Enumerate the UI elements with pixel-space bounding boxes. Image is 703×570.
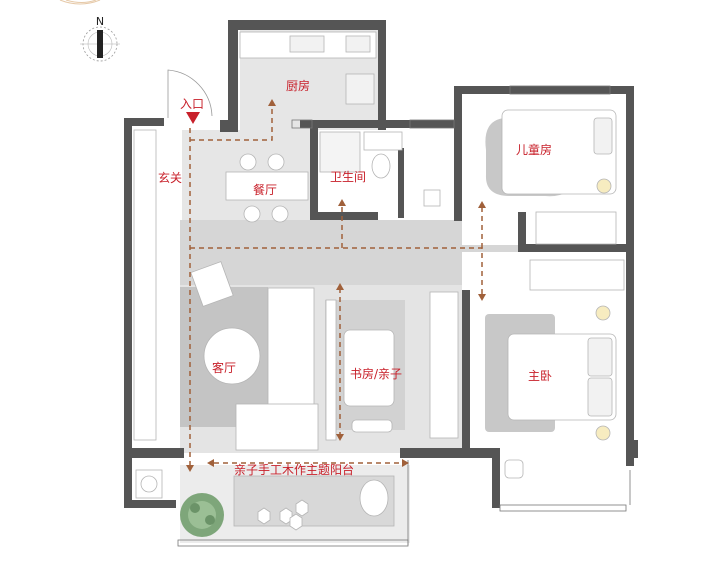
balcony-stool (359, 479, 389, 517)
dining-chair (267, 153, 285, 171)
entrance-label: 入口 (180, 97, 204, 111)
study-bookshelf (429, 291, 459, 439)
study-chair (351, 419, 393, 433)
kitchen-sink (289, 35, 325, 53)
master-lamp (595, 425, 611, 441)
dining-chair (271, 205, 289, 223)
kids-pillow (593, 117, 613, 155)
kitchen-stove (345, 35, 371, 53)
shower (319, 131, 361, 173)
entrance-marker (186, 112, 200, 124)
bathroom-label: 卫生间 (330, 170, 366, 184)
dining-label: 餐厅 (253, 182, 277, 197)
laundry-sink (423, 189, 441, 207)
north-label: N (96, 15, 104, 28)
sofa-seat (235, 403, 319, 451)
toilet (371, 153, 391, 179)
study-label: 书房/亲子 (350, 366, 402, 381)
coffee-table (203, 327, 261, 385)
route-arrowheads (186, 99, 486, 472)
washing-machine (135, 469, 163, 499)
master-pillow (587, 377, 613, 417)
hex-stool (295, 499, 309, 517)
vanity (363, 131, 403, 151)
study-shelf-left (325, 299, 337, 441)
labels: 入口 厨房 餐厅 卫生间 玄关 客厅 书房/亲子 儿童房 主卧 亲子手工木作主题… (158, 78, 552, 477)
kids-desk (535, 211, 617, 245)
entry-door (167, 69, 213, 118)
foyer-label: 玄关 (158, 170, 182, 185)
armchair (190, 261, 234, 307)
hex-stool (289, 513, 303, 531)
balcony-plant (180, 493, 224, 537)
balcony-label: 亲子手工木作主题阳台 (234, 462, 354, 477)
corner-decoration (59, 0, 101, 5)
furniture (133, 31, 625, 531)
master-bedroom-label: 主卧 (528, 369, 552, 383)
foyer-cabinet (133, 129, 157, 441)
kids-room-label: 儿童房 (516, 142, 552, 157)
north-compass: N (80, 15, 120, 62)
walls (124, 20, 638, 508)
master-lamp (595, 305, 611, 321)
windows (177, 85, 631, 547)
washer-drum (140, 475, 158, 493)
compass-needle (97, 30, 103, 58)
dining-chair (239, 153, 257, 171)
circulation-routes (189, 106, 483, 465)
dining-chair (243, 205, 261, 223)
fridge (345, 73, 375, 105)
master-wardrobe (529, 259, 625, 291)
hex-stool (257, 507, 271, 525)
dining-table (225, 171, 309, 201)
study-desk (343, 329, 395, 407)
kids-bed (501, 109, 617, 195)
kids-lamp (596, 178, 612, 194)
living-label: 客厅 (212, 360, 236, 375)
kitchen-label: 厨房 (286, 78, 310, 93)
master-balcony-chair (504, 459, 524, 479)
master-pillow (587, 337, 613, 377)
